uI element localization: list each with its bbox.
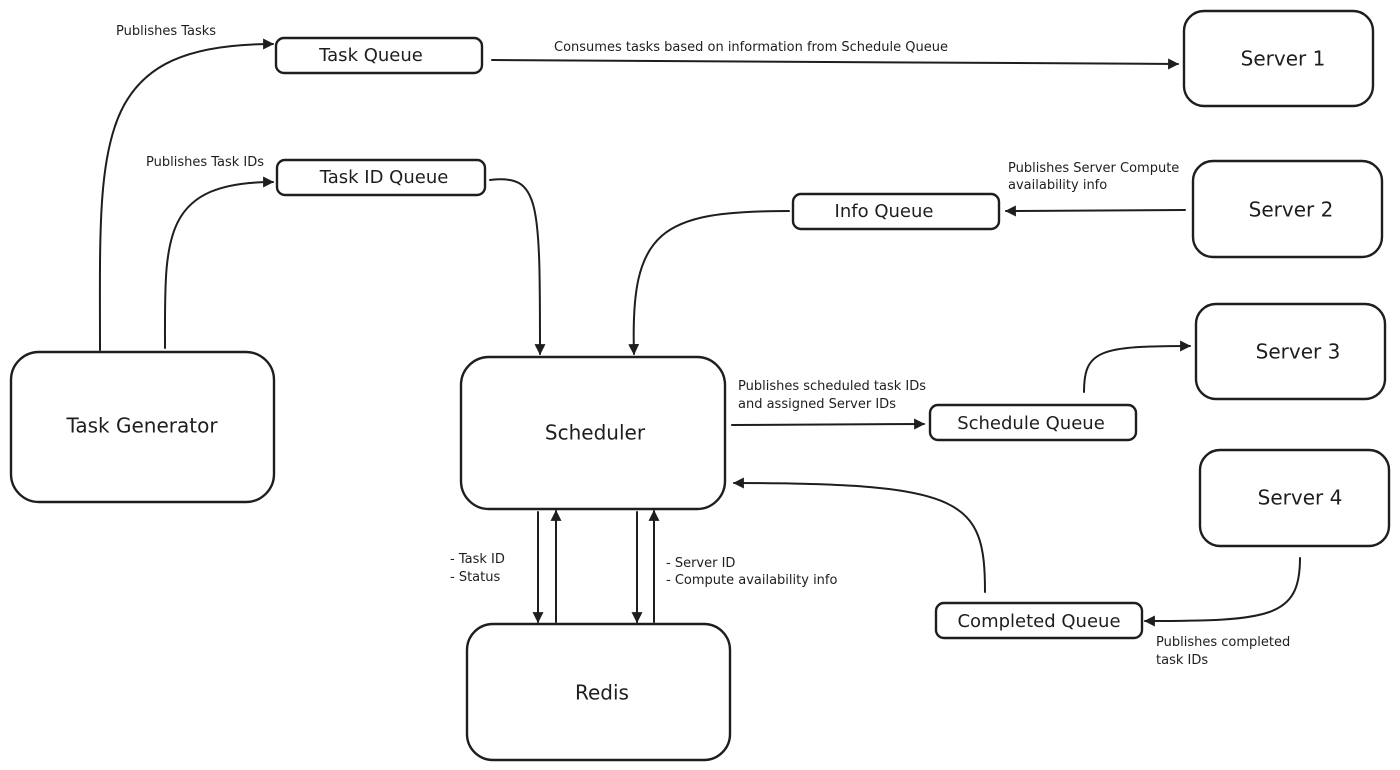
schedule-queue-label: Schedule Queue <box>957 413 1105 434</box>
node-server-3: Server 3 <box>1194 302 1387 401</box>
server-1-label: Server 1 <box>1241 47 1326 71</box>
label-publishes-tasks: Publishes Tasks <box>116 24 216 39</box>
server-3-label: Server 3 <box>1256 340 1341 364</box>
edge-generator-to-task-queue <box>98 38 275 351</box>
label-publishes-task-ids: Publishes Task IDs <box>146 155 264 170</box>
edge-generator-to-task-id-queue <box>163 176 275 349</box>
node-server-1: Server 1 <box>1182 9 1375 108</box>
label-scheduled-line-1: Publishes scheduled task IDs <box>738 379 926 394</box>
label-redis-server-line-2: - Compute availability info <box>666 573 837 588</box>
scheduler-label: Scheduler <box>545 421 646 445</box>
label-server-compute-line-1: Publishes Server Compute <box>1008 161 1179 176</box>
label-redis-server-line-1: - Server ID <box>666 556 735 571</box>
label-scheduled-line-2: and assigned Server IDs <box>738 397 896 412</box>
edge-server-2-to-info-queue <box>1004 205 1186 217</box>
completed-queue-label: Completed Queue <box>957 611 1120 632</box>
info-queue-label: Info Queue <box>835 201 934 222</box>
edge-info-queue-to-scheduler <box>628 210 790 356</box>
label-completed-line-1: Publishes completed <box>1156 635 1290 650</box>
label-redis-task-line-2: - Status <box>450 570 500 585</box>
node-redis: Redis <box>465 622 732 762</box>
label-consumes-tasks: Consumes tasks based on information from… <box>554 40 948 55</box>
queue-info-queue: Info Queue <box>791 192 1001 231</box>
node-server-2: Server 2 <box>1191 159 1384 259</box>
node-task-generator: Task Generator <box>9 350 276 504</box>
edge-schedule-queue-to-server-3 <box>1083 340 1192 393</box>
redis-label: Redis <box>575 681 629 705</box>
label-redis-task-line-1: - Task ID <box>450 552 505 567</box>
edge-completed-queue-to-scheduler <box>732 477 986 593</box>
label-completed-line-2: task IDs <box>1156 653 1208 668</box>
edge-task-id-queue-to-scheduler <box>489 178 546 356</box>
server-2-label: Server 2 <box>1249 198 1334 222</box>
task-generator-label: Task Generator <box>65 414 218 438</box>
edge-task-queue-to-server-1 <box>491 58 1180 70</box>
queue-completed-queue: Completed Queue <box>934 601 1144 640</box>
queue-task-queue: Task Queue <box>274 36 484 75</box>
edge-server-4-to-completed-queue <box>1143 557 1301 627</box>
queue-task-id-queue: Task ID Queue <box>275 158 487 197</box>
label-server-compute-line-2: availability info <box>1008 178 1107 193</box>
queue-schedule-queue: Schedule Queue <box>928 403 1138 442</box>
task-queue-label: Task Queue <box>318 45 423 66</box>
edge-scheduler-to-schedule-queue <box>731 418 926 430</box>
node-scheduler: Scheduler <box>459 355 727 511</box>
node-server-4: Server 4 <box>1198 448 1391 548</box>
task-id-queue-label: Task ID Queue <box>319 167 449 188</box>
server-4-label: Server 4 <box>1258 486 1343 510</box>
